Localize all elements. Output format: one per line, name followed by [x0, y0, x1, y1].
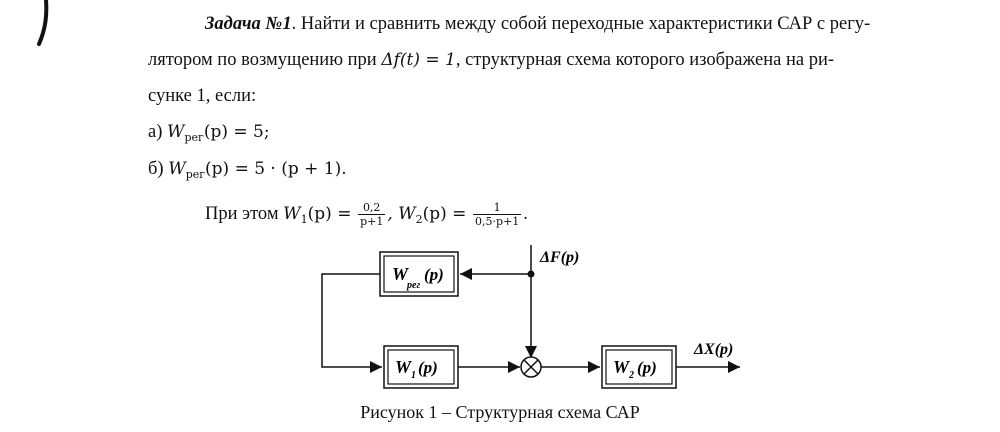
w2-lhs: , W	[387, 204, 416, 224]
page-edge-bracket	[37, 0, 49, 46]
item-b-label: б)	[148, 159, 169, 179]
regulator-to-w1-line	[321, 273, 382, 373]
item-a-w: W	[167, 122, 185, 142]
task-text-2b: , структурная схема которого изображена …	[455, 50, 835, 70]
w2-sub: 2	[415, 213, 423, 226]
given-prefix: При этом	[205, 204, 284, 224]
item-a-expr: (p) = 5;	[203, 122, 270, 142]
input-label: ΔF(p)	[539, 249, 579, 266]
task-line-2: лятором по возмущению при Δf(t) = 1, стр…	[148, 49, 834, 71]
w1-sub: 1	[300, 213, 308, 226]
item-b-sub: рег	[185, 168, 206, 181]
task-text-2a: лятором по возмущению при	[148, 50, 382, 70]
summing-junction	[520, 356, 542, 378]
w2-block-arg: (p)	[637, 358, 657, 377]
item-a: а) Wрег(p) = 5;	[148, 121, 270, 145]
w2-arg: (p) =	[422, 204, 467, 224]
item-a-sub: рег	[184, 131, 204, 144]
w2-block-w: W	[613, 357, 631, 377]
task-line-3: сунке 1, если:	[148, 86, 257, 106]
w2-numerator: 1	[493, 201, 501, 215]
reg-block-w: W	[392, 264, 410, 284]
item-b: б) Wрег(p) = 5 · (p + 1).	[148, 158, 347, 182]
w2-block-sub: 2	[628, 370, 634, 381]
w1-block: W 1 (p)	[383, 345, 459, 389]
w1-lhs: W	[283, 204, 301, 224]
w1-arg: (p) =	[307, 204, 352, 224]
w1-denominator: p+1	[358, 214, 386, 229]
item-b-expr: (p) = 5 · (p + 1).	[205, 159, 347, 179]
w2-denominator: 0,5·p+1	[473, 214, 522, 229]
item-b-w: W	[168, 159, 186, 179]
task-line-1: Задача №1. Найти и сравнить между собой …	[205, 13, 870, 35]
item-a-label: а)	[148, 122, 167, 142]
given-end: .	[523, 204, 528, 224]
reg-block-sub: рег	[406, 280, 420, 291]
w1-block-w: W	[395, 357, 413, 377]
task-text-1: . Найти и сравнить между собой переходны…	[291, 14, 871, 34]
w1-numerator: 0,2	[362, 201, 381, 215]
w1-block-sub: 1	[411, 370, 416, 381]
regulator-block: W рег (p)	[379, 251, 459, 297]
output-label: ΔX(p)	[693, 341, 733, 358]
w2-block: W 2 (p)	[601, 345, 677, 389]
figure-caption: Рисунок 1 – Структурная схема САР	[360, 402, 640, 422]
reg-block-arg: (p)	[424, 265, 444, 284]
disturbance-formula: Δf(t) = 1	[381, 50, 456, 70]
w1-block-arg: (p)	[418, 358, 438, 377]
task-title: Задача №1	[205, 14, 292, 34]
